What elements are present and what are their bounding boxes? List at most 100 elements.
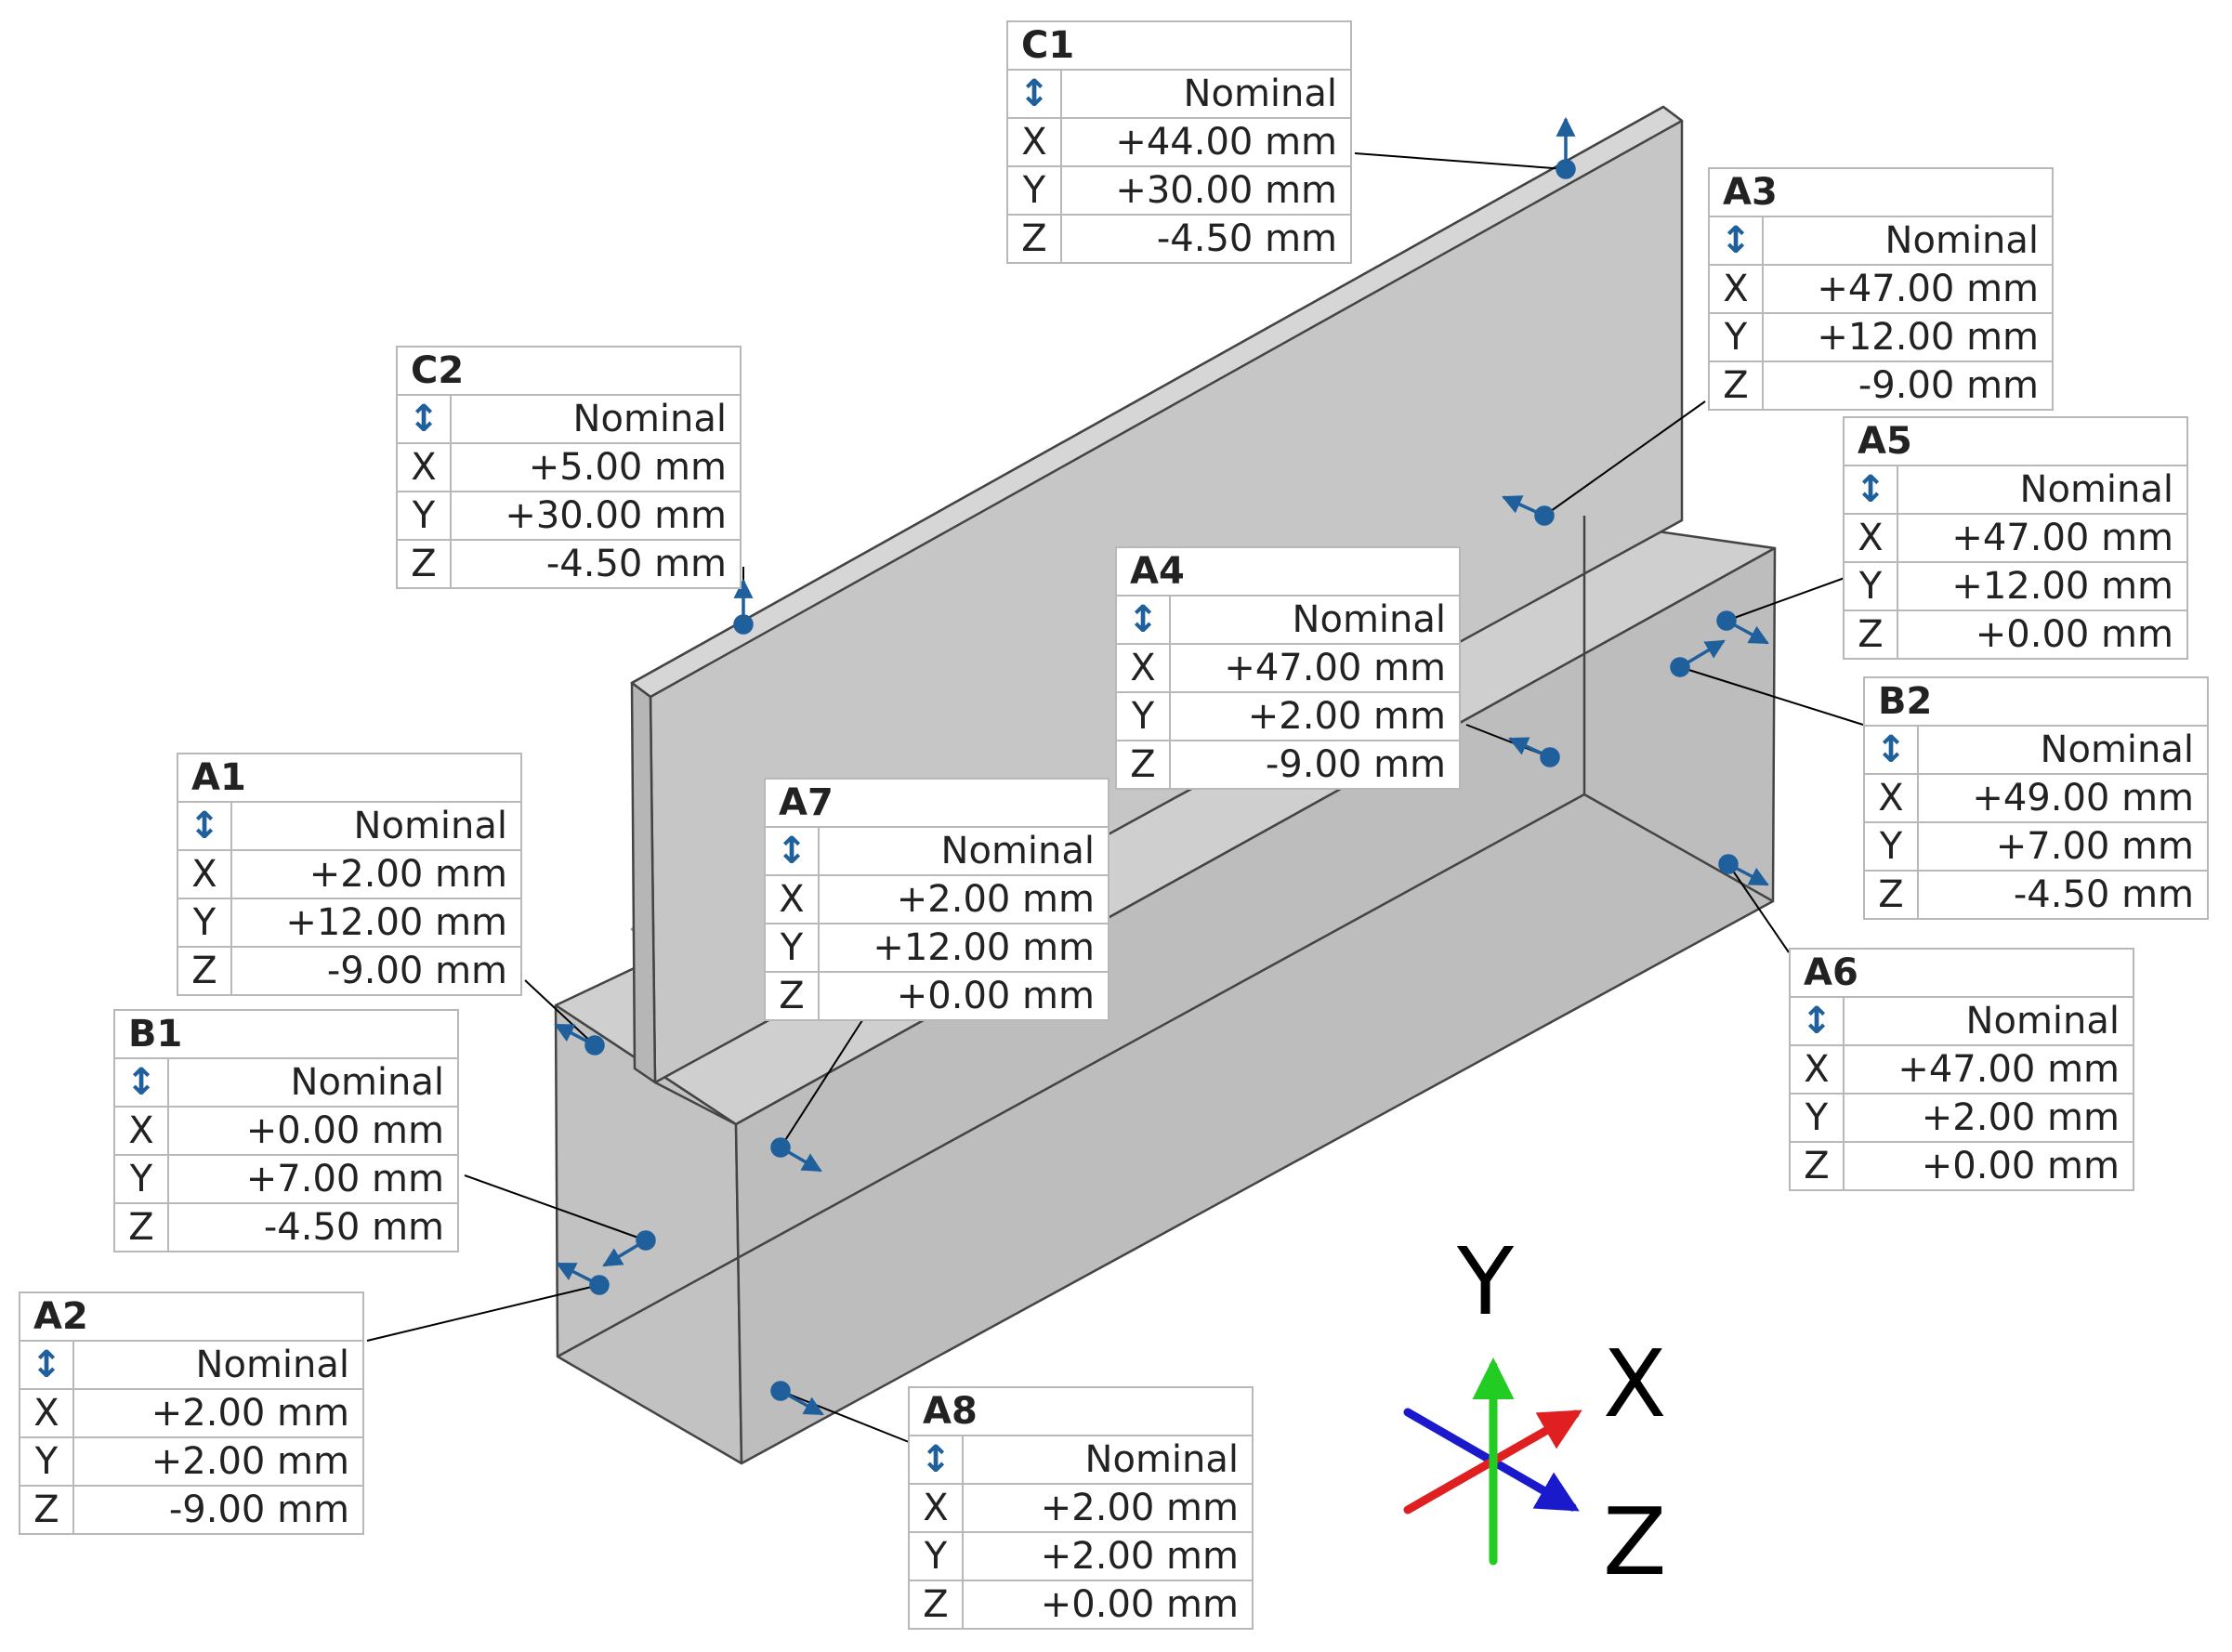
vertical-double-arrow-icon: ↕ bbox=[1875, 728, 1907, 771]
leader-a3 bbox=[1543, 400, 1706, 517]
value-z: +0.00 mm bbox=[962, 1580, 1254, 1630]
axis-label-y: Y bbox=[1006, 165, 1062, 216]
point-id: A1 bbox=[177, 753, 522, 803]
axis-label-y: Y bbox=[1115, 691, 1171, 741]
value-y: +7.00 mm bbox=[167, 1154, 459, 1204]
vertical-double-arrow-icon: ↕ bbox=[776, 830, 807, 872]
value-z: +0.00 mm bbox=[1897, 610, 2188, 660]
value-x: +47.00 mm bbox=[1762, 264, 2054, 314]
point-id: A2 bbox=[19, 1291, 364, 1342]
direction-cell: ↕ bbox=[19, 1340, 74, 1390]
point-id: A4 bbox=[1115, 546, 1461, 597]
leader-a2 bbox=[366, 1284, 600, 1342]
axis-label-x: X bbox=[177, 849, 232, 899]
nominal-header: Nominal bbox=[230, 801, 522, 851]
edge-line bbox=[557, 793, 1585, 1358]
axis-label-x: X bbox=[1843, 513, 1898, 563]
value-x: +5.00 mm bbox=[450, 442, 742, 492]
value-z: -4.50 mm bbox=[167, 1202, 459, 1252]
axis-label-x: X bbox=[1006, 117, 1062, 167]
triad-y-label: Y bbox=[1457, 1227, 1515, 1336]
axis-label-z: Z bbox=[1115, 740, 1171, 790]
value-z: +0.00 mm bbox=[818, 971, 1109, 1021]
leader-b1 bbox=[464, 1174, 647, 1241]
nominal-header: Nominal bbox=[1917, 725, 2209, 775]
point-a4 bbox=[1508, 737, 1560, 767]
axis-label-x: X bbox=[908, 1483, 964, 1533]
value-y: +30.00 mm bbox=[1060, 165, 1352, 216]
nominal-header: Nominal bbox=[1169, 595, 1461, 645]
direction-cell: ↕ bbox=[177, 801, 232, 851]
value-z: +0.00 mm bbox=[1843, 1141, 2134, 1191]
value-x: +44.00 mm bbox=[1060, 117, 1352, 167]
vertical-double-arrow-icon: ↕ bbox=[189, 805, 220, 847]
leader-a6 bbox=[1727, 863, 1790, 953]
value-x: +49.00 mm bbox=[1917, 773, 2209, 823]
axis-label-y: Y bbox=[764, 923, 820, 973]
value-x: +2.00 mm bbox=[230, 849, 522, 899]
value-z: -9.00 mm bbox=[230, 946, 522, 996]
leader-b2 bbox=[1679, 666, 1864, 726]
point-id: C2 bbox=[396, 346, 742, 396]
nominal-header: Nominal bbox=[1762, 216, 2054, 266]
nominal-header: Nominal bbox=[167, 1057, 459, 1108]
direction-cell: ↕ bbox=[1843, 465, 1898, 515]
point-id: A7 bbox=[764, 778, 1109, 828]
nominal-header: Nominal bbox=[1897, 465, 2188, 515]
direction-cell: ↕ bbox=[1789, 996, 1845, 1046]
axis-label-x: X bbox=[1789, 1044, 1845, 1095]
value-y: +12.00 mm bbox=[1897, 561, 2188, 611]
axis-label-y: Y bbox=[908, 1531, 964, 1581]
point-a7 bbox=[770, 1137, 822, 1173]
vertical-double-arrow-icon: ↕ bbox=[408, 398, 440, 440]
value-z: -9.00 mm bbox=[1762, 361, 2054, 411]
point-c2 bbox=[733, 578, 754, 635]
direction-cell: ↕ bbox=[113, 1057, 169, 1108]
leader-a5 bbox=[1726, 577, 1845, 622]
point-id: B2 bbox=[1863, 676, 2209, 727]
nominal-header: Nominal bbox=[962, 1435, 1254, 1485]
vertical-double-arrow-icon: ↕ bbox=[125, 1061, 157, 1104]
axis-label-z: Z bbox=[177, 946, 232, 996]
value-z: -9.00 mm bbox=[1169, 740, 1461, 790]
value-z: -4.50 mm bbox=[1060, 214, 1352, 264]
triad-z-label: Z bbox=[1603, 1488, 1667, 1596]
point-b2 bbox=[1670, 639, 1726, 677]
point-id: A5 bbox=[1843, 416, 2188, 466]
point-a8 bbox=[770, 1381, 824, 1416]
axis-label-y: Y bbox=[1789, 1093, 1845, 1143]
point-a5 bbox=[1716, 610, 1769, 645]
axis-label-y: Y bbox=[113, 1154, 169, 1204]
value-y: +12.00 mm bbox=[230, 898, 522, 948]
axis-label-z: Z bbox=[1863, 870, 1919, 920]
axis-label-x: X bbox=[764, 874, 820, 924]
point-b1 bbox=[602, 1230, 656, 1267]
value-y: +2.00 mm bbox=[1843, 1093, 2134, 1143]
vertical-double-arrow-icon: ↕ bbox=[1855, 468, 1886, 511]
direction-cell: ↕ bbox=[764, 826, 820, 876]
nominal-header: Nominal bbox=[450, 394, 742, 444]
value-z: -9.00 mm bbox=[72, 1485, 364, 1535]
value-y: +2.00 mm bbox=[1169, 691, 1461, 741]
value-z: -4.50 mm bbox=[1917, 870, 2209, 920]
direction-cell: ↕ bbox=[1115, 595, 1171, 645]
value-y: +2.00 mm bbox=[962, 1531, 1254, 1581]
value-x: +2.00 mm bbox=[72, 1388, 364, 1438]
point-a3 bbox=[1502, 495, 1555, 526]
value-x: +0.00 mm bbox=[167, 1106, 459, 1156]
nominal-header: Nominal bbox=[818, 826, 1109, 876]
leader-a1 bbox=[524, 979, 596, 1046]
value-z: -4.50 mm bbox=[450, 539, 742, 589]
axis-label-z: Z bbox=[908, 1580, 964, 1630]
axis-label-y: Y bbox=[1843, 561, 1898, 611]
vertical-double-arrow-icon: ↕ bbox=[1720, 219, 1752, 262]
value-x: +2.00 mm bbox=[818, 874, 1109, 924]
axis-label-z: Z bbox=[1789, 1141, 1845, 1191]
